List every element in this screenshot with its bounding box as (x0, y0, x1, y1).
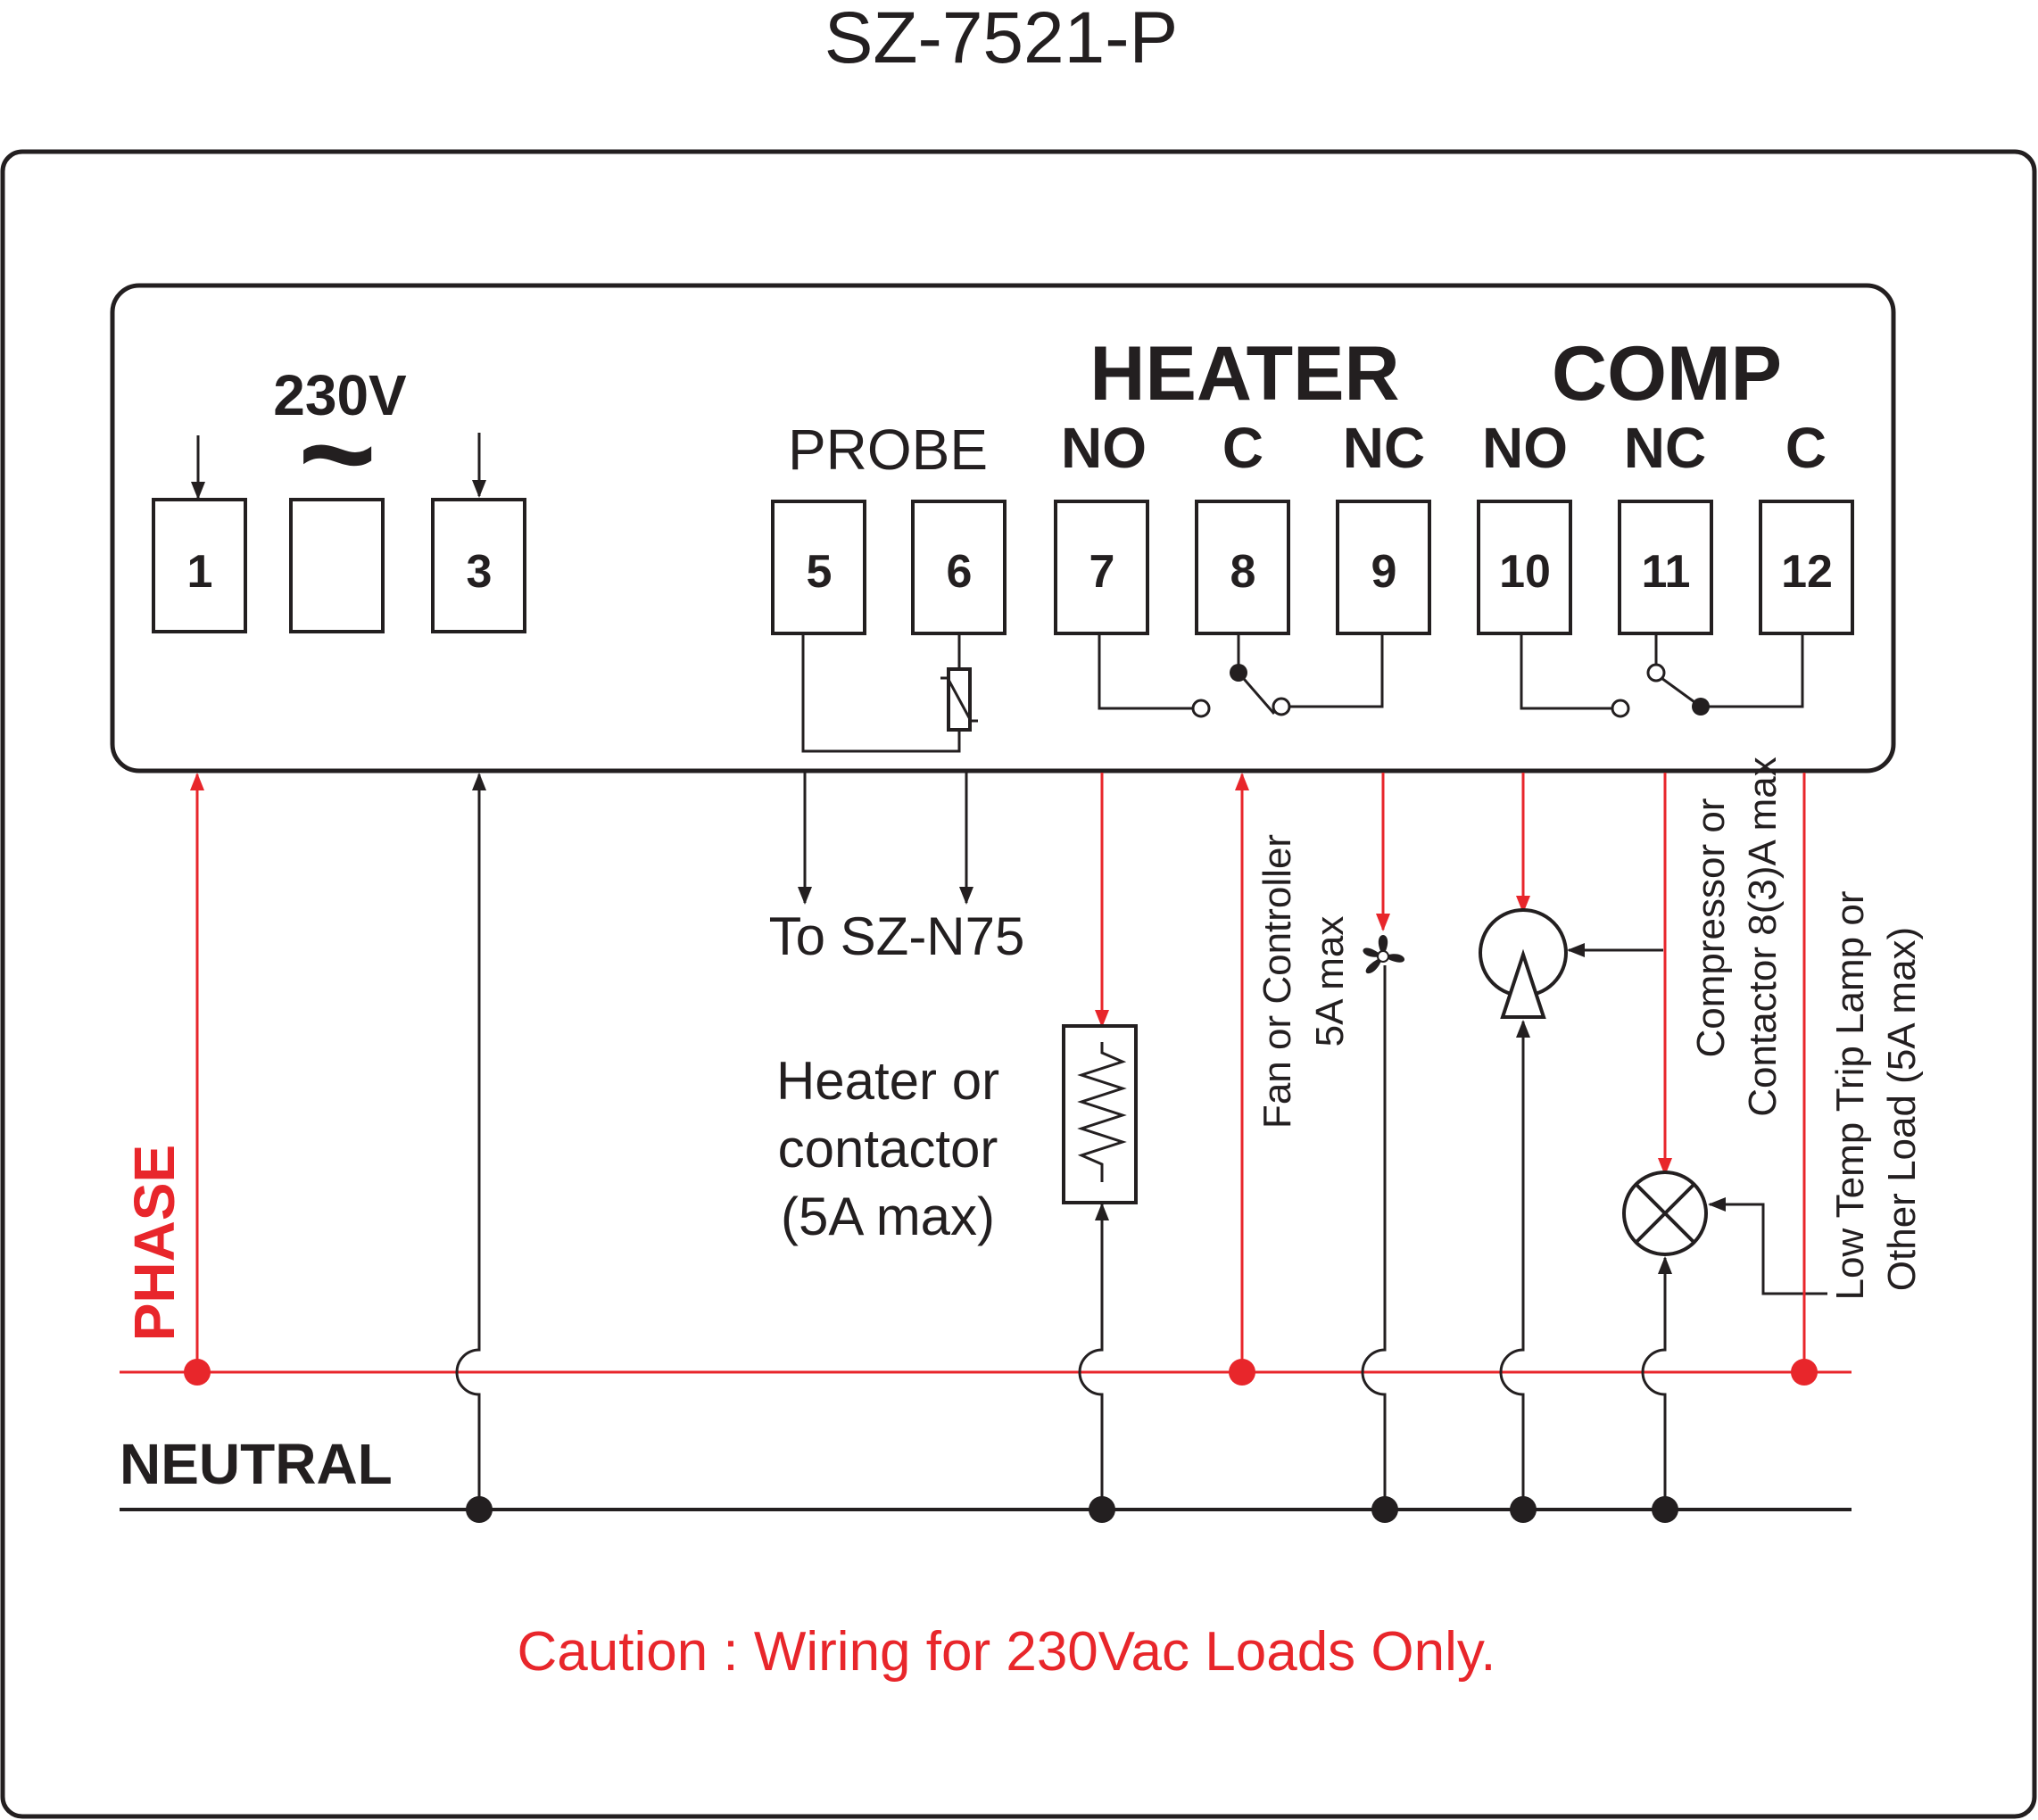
terminal-3: 3 (431, 498, 526, 633)
neutral-junction-lamp (1652, 1496, 1678, 1523)
controller-body (110, 283, 1896, 774)
terminal-6-number: 6 (947, 546, 973, 598)
phase-junction-8 (1229, 1359, 1255, 1386)
terminal-11-number: 11 (1642, 546, 1691, 598)
terminal-10: 10 (1477, 500, 1572, 635)
terminal-10-number: 10 (1499, 546, 1551, 598)
wire-neutral-terminal-3 (455, 773, 486, 1510)
phase-junction-1 (184, 1359, 211, 1386)
terminal-12-number: 12 (1781, 546, 1833, 598)
terminal-5-number: 5 (807, 546, 833, 598)
terminal-9-number: 9 (1371, 546, 1397, 598)
heater-load-label-3: (5A max) (781, 1187, 995, 1246)
terminal-2 (289, 498, 385, 633)
heater-resistor-icon (1062, 1024, 1138, 1204)
heater-c-label: C (1222, 416, 1263, 480)
wire-neutral-comp (1499, 1020, 1530, 1510)
comp-c-label: C (1785, 416, 1827, 480)
heater-relay-icon (1098, 633, 1384, 718)
lamp-callout-line (1708, 1197, 1827, 1295)
neutral-junction-comp (1510, 1496, 1537, 1523)
neutral-junction-fan (1371, 1496, 1398, 1523)
supply-label: 230V (273, 363, 407, 427)
thermistor-icon (940, 667, 978, 732)
terminal-7: 7 (1054, 500, 1149, 635)
terminal-12: 12 (1759, 500, 1854, 635)
terminal-8: 8 (1195, 500, 1290, 635)
wire-neutral-lamp (1641, 1256, 1672, 1510)
wire-neutral-fan (1361, 965, 1387, 1510)
outer-frame (0, 149, 2037, 1819)
terminal-5: 5 (771, 500, 866, 635)
terminal-3-number: 3 (467, 546, 493, 598)
probe-label: PROBE (788, 418, 988, 482)
neutral-label: NEUTRAL (120, 1432, 393, 1496)
terminal-11: 11 (1618, 500, 1713, 635)
comp-label: COMP (1552, 331, 1782, 417)
diagram-title: SZ-7521-P (824, 0, 1179, 79)
probe-destination-label: To SZ-N75 (769, 906, 1025, 966)
lamp-icon (1622, 1171, 1708, 1256)
compressor-icon (1479, 908, 1568, 1019)
probe-internal-wire (801, 633, 961, 753)
terminal-9: 9 (1336, 500, 1431, 635)
wire-neutral-heater (1078, 1203, 1109, 1510)
ac-symbol: ~ (298, 378, 377, 528)
fan-icon (1363, 935, 1405, 974)
lamp-load-label-1: Low Temp Trip Lamp or (1828, 891, 1872, 1301)
caution-note: Caution : Wiring for 230Vac Loads Only. (517, 1621, 1495, 1683)
comp-relay-icon (1520, 633, 1804, 718)
terminal-1-number: 1 (187, 546, 213, 598)
heater-no-label: NO (1061, 416, 1147, 480)
neutral-junction-3 (466, 1496, 493, 1523)
terminal-1: 1 (152, 498, 247, 633)
phase-label: PHASE (122, 1145, 186, 1342)
heater-load-label-2: contactor (778, 1119, 998, 1179)
fan-load-label-1: Fan or Controller (1255, 834, 1299, 1129)
comp-load-label-1: Compressor or (1689, 798, 1733, 1058)
comp-nc-label: NC (1624, 416, 1706, 480)
terminal-7-number: 7 (1089, 546, 1115, 598)
comp-load-label-2: Contactor 8(3)A max (1741, 757, 1785, 1117)
fan-load-label-2: 5A max (1308, 916, 1352, 1047)
comp-no-label: NO (1482, 416, 1568, 480)
terminal-6: 6 (911, 500, 1007, 635)
lamp-load-label-2: Other Load (5A max) (1880, 927, 1924, 1291)
heater-nc-label: NC (1343, 416, 1425, 480)
heater-label: HEATER (1089, 331, 1399, 417)
terminal-8-number: 8 (1230, 546, 1256, 598)
neutral-junction-heater (1089, 1496, 1115, 1523)
phase-junction-12 (1791, 1359, 1818, 1386)
heater-load-label-1: Heater or (776, 1051, 999, 1111)
